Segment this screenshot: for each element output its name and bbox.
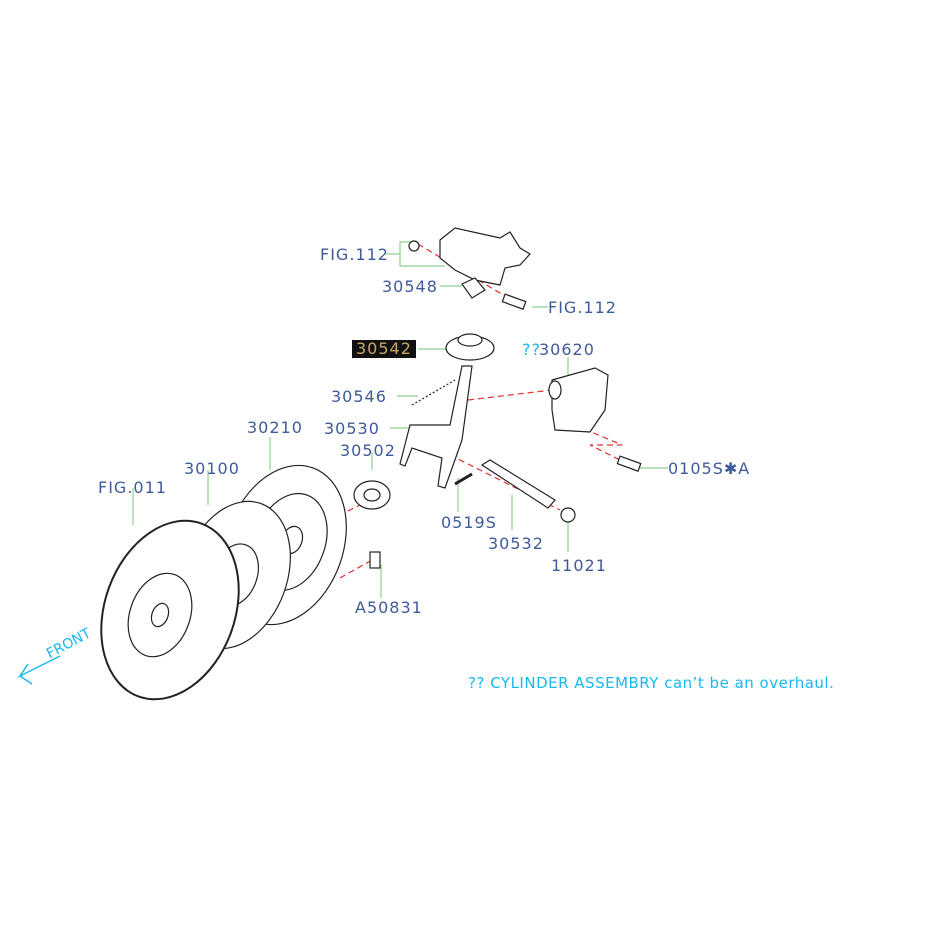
label-30530[interactable]: 30530 xyxy=(324,419,380,438)
bushing-11021 xyxy=(560,507,576,523)
nut xyxy=(408,240,420,252)
shaft-30532 xyxy=(480,459,556,509)
question-marks: ?? xyxy=(522,340,541,359)
bolt xyxy=(501,293,527,310)
pin-0519S xyxy=(454,472,473,486)
label-30502[interactable]: 30502 xyxy=(340,441,396,460)
label-30100[interactable]: 30100 xyxy=(184,459,240,478)
spring-30546 xyxy=(411,379,456,406)
label-30548[interactable]: 30548 xyxy=(382,277,438,296)
label-0519s[interactable]: 0519S xyxy=(441,513,497,532)
label-fig011[interactable]: FIG.011 xyxy=(98,478,167,497)
label-30542-highlighted[interactable]: 30542 xyxy=(352,340,416,358)
bracket xyxy=(439,227,531,286)
label-0105s-a[interactable]: 0105S✱A xyxy=(668,459,751,478)
pad-30548 xyxy=(461,277,486,299)
label-30620[interactable]: 30620 xyxy=(539,340,595,359)
label-11021[interactable]: 11021 xyxy=(551,556,607,575)
label-fig112-bolt[interactable]: FIG.112 xyxy=(548,298,617,317)
label-fig112-top[interactable]: FIG.112 xyxy=(320,245,389,264)
front-arrow xyxy=(17,655,61,685)
leader-lines xyxy=(132,241,668,598)
cylinder-30620 xyxy=(551,367,609,433)
label-a50831[interactable]: A50831 xyxy=(355,598,423,617)
label-30210[interactable]: 30210 xyxy=(247,418,303,437)
label-30546[interactable]: 30546 xyxy=(331,387,387,406)
label-30532[interactable]: 30532 xyxy=(488,534,544,553)
release-fork-30530 xyxy=(399,365,473,489)
cylinder-note: ?? CYLINDER ASSEMBRY can’t be an overhau… xyxy=(468,674,835,692)
